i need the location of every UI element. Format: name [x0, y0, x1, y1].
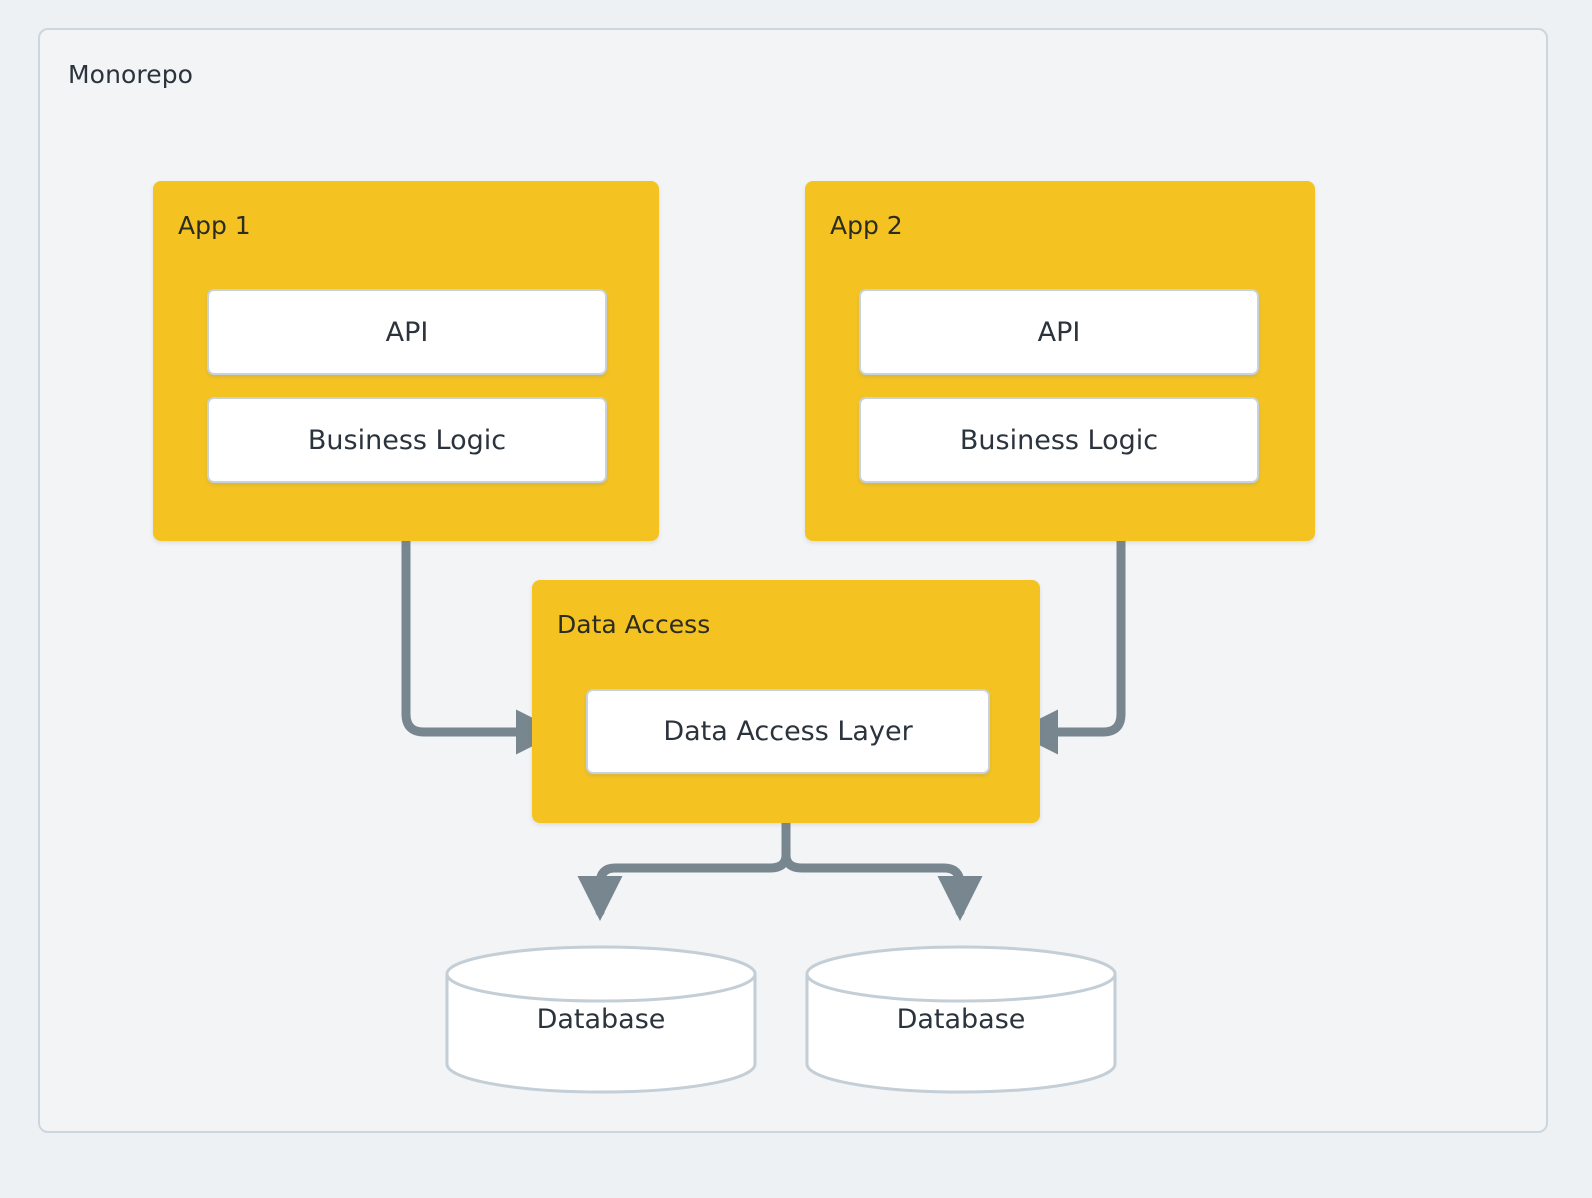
group-app1-title: App 1 [178, 211, 251, 240]
node-app2-business-logic-label: Business Logic [959, 424, 1159, 456]
node-app1-business-logic[interactable]: Business Logic [207, 397, 607, 483]
database-cylinder-icon [805, 945, 1117, 1094]
database-right-label: Database [896, 1003, 1026, 1035]
node-app1-business-logic-label: Business Logic [307, 424, 507, 456]
group-app2-title: App 2 [830, 211, 903, 240]
group-data-access-title: Data Access [557, 610, 711, 639]
database-right[interactable]: Database [803, 944, 1119, 1094]
database-left[interactable]: Database [443, 944, 759, 1094]
database-cylinder-icon [445, 945, 757, 1094]
node-app2-api[interactable]: API [859, 289, 1259, 375]
node-data-access-layer[interactable]: Data Access Layer [586, 689, 990, 774]
node-app2-business-logic[interactable]: Business Logic [859, 397, 1259, 483]
group-app1[interactable]: App 1 API Business Logic [153, 181, 659, 541]
monorepo-title: Monorepo [68, 60, 194, 89]
node-data-access-layer-label: Data Access Layer [663, 716, 913, 747]
database-left-label: Database [536, 1003, 666, 1035]
node-app1-api-label: API [385, 316, 429, 348]
node-app2-api-label: API [1037, 316, 1081, 348]
group-data-access[interactable]: Data Access Data Access Layer [532, 580, 1040, 823]
node-app1-api[interactable]: API [207, 289, 607, 375]
group-app2[interactable]: App 2 API Business Logic [805, 181, 1315, 541]
